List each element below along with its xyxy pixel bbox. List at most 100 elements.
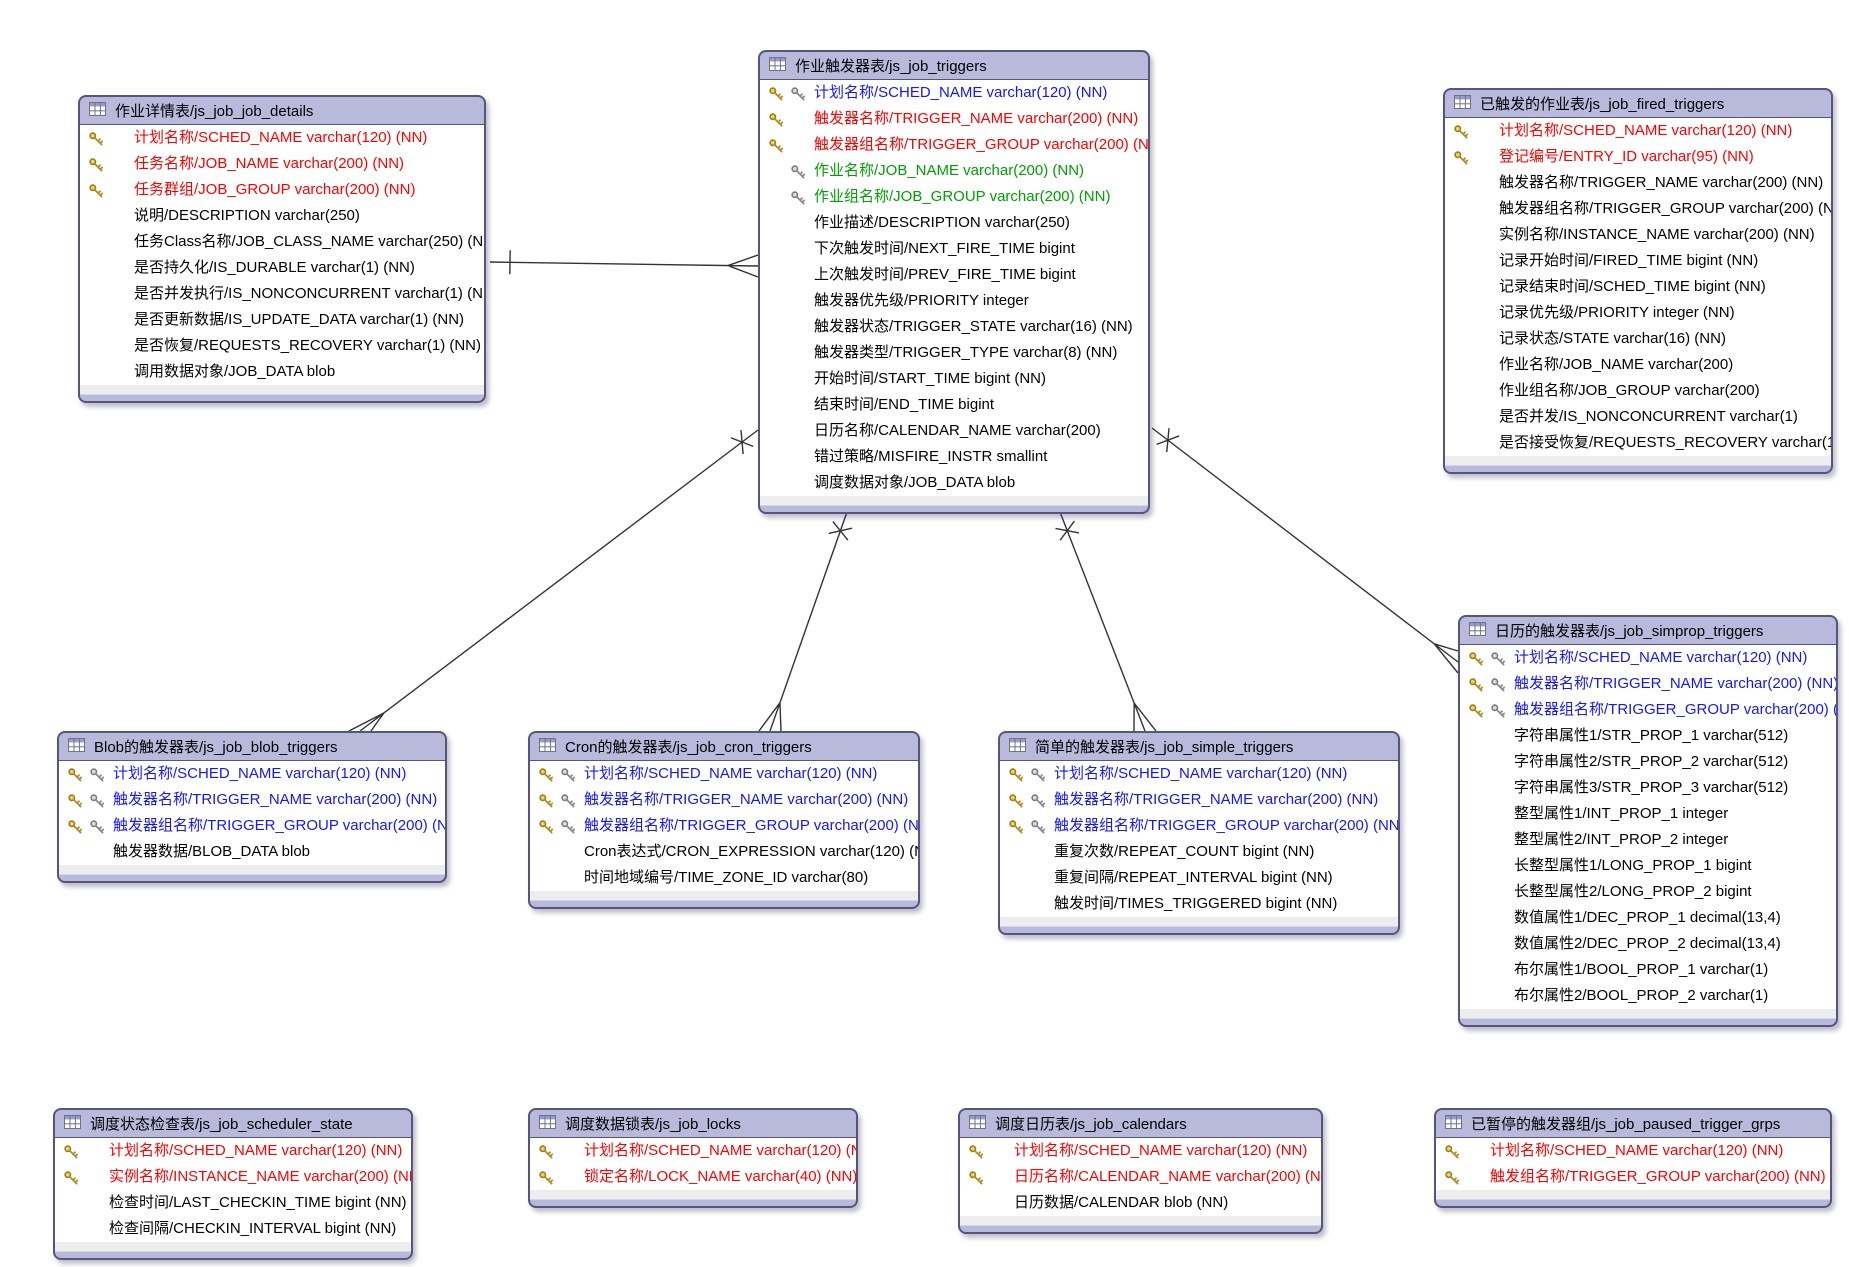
field-row[interactable]: 整型属性2/INT_PROP_2 integer xyxy=(1460,827,1836,853)
relationship-line-js_job_triggers-js_job_blob_triggers[interactable] xyxy=(348,429,759,732)
field-row[interactable]: 字符串属性1/STR_PROP_1 varchar(512) xyxy=(1460,723,1836,749)
field-row[interactable]: 触发器组名称/TRIGGER_GROUP varchar(200) (NN) xyxy=(530,813,918,839)
field-row[interactable]: 检查间隔/CHECKIN_INTERVAL bigint (NN) xyxy=(55,1216,411,1242)
field-row[interactable]: 触发器名称/TRIGGER_NAME varchar(200) (NN) xyxy=(530,787,918,813)
table-header[interactable]: 日历的触发器表/js_job_simprop_triggers xyxy=(1460,617,1836,644)
field-row[interactable]: 作业描述/DESCRIPTION varchar(250) xyxy=(760,210,1148,236)
field-row[interactable]: 时间地域编号/TIME_ZONE_ID varchar(80) xyxy=(530,865,918,891)
table-js_job_paused_trigger_grps[interactable]: 已暂停的触发器组/js_job_paused_trigger_grps 计划名称… xyxy=(1434,1108,1832,1208)
field-row[interactable]: 触发器组名称/TRIGGER_GROUP varchar(200) (NN) xyxy=(1445,196,1831,222)
field-row[interactable]: 触发器数据/BLOB_DATA blob xyxy=(59,839,445,865)
table-header[interactable]: 已触发的作业表/js_job_fired_triggers xyxy=(1445,90,1831,117)
field-row[interactable]: 是否接受恢复/REQUESTS_RECOVERY varchar(1) xyxy=(1445,430,1831,456)
field-row[interactable]: 计划名称/SCHED_NAME varchar(120) (NN) xyxy=(760,80,1148,106)
field-row[interactable]: 长整型属性1/LONG_PROP_1 bigint xyxy=(1460,853,1836,879)
field-row[interactable]: 调度数据对象/JOB_DATA blob xyxy=(760,470,1148,496)
relationship-line-js_job_job_details-js_job_triggers[interactable] xyxy=(489,250,759,278)
field-row[interactable]: 任务群组/JOB_GROUP varchar(200) (NN) xyxy=(80,177,484,203)
table-header[interactable]: 调度状态检查表/js_job_scheduler_state xyxy=(55,1110,411,1137)
table-js_job_blob_triggers[interactable]: Blob的触发器表/js_job_blob_triggers 计划名称/SCHE… xyxy=(57,731,447,883)
field-row[interactable]: 触发器名称/TRIGGER_NAME varchar(200) (NN) xyxy=(1445,170,1831,196)
field-row[interactable]: 计划名称/SCHED_NAME varchar(120) (NN) xyxy=(59,761,445,787)
field-row[interactable]: 记录结束时间/SCHED_TIME bigint (NN) xyxy=(1445,274,1831,300)
field-row[interactable]: 触发时间/TIMES_TRIGGERED bigint (NN) xyxy=(1000,891,1398,917)
table-js_job_simple_triggers[interactable]: 简单的触发器表/js_job_simple_triggers 计划名称/SCHE… xyxy=(998,731,1400,935)
field-row[interactable]: 下次触发时间/NEXT_FIRE_TIME bigint xyxy=(760,236,1148,262)
field-row[interactable]: 计划名称/SCHED_NAME varchar(120) (NN) xyxy=(1000,761,1398,787)
table-js_job_triggers[interactable]: 作业触发器表/js_job_triggers 计划名称/SCHED_NAME v… xyxy=(758,50,1150,514)
field-row[interactable]: 调用数据对象/JOB_DATA blob xyxy=(80,359,484,385)
field-row[interactable]: 检查时间/LAST_CHECKIN_TIME bigint (NN) xyxy=(55,1190,411,1216)
field-row[interactable]: 说明/DESCRIPTION varchar(250) xyxy=(80,203,484,229)
field-row[interactable]: 数值属性2/DEC_PROP_2 decimal(13,4) xyxy=(1460,931,1836,957)
field-row[interactable]: 是否恢复/REQUESTS_RECOVERY varchar(1) (NN) xyxy=(80,333,484,359)
field-row[interactable]: 计划名称/SCHED_NAME varchar(120) (NN) xyxy=(80,125,484,151)
relationship-line-js_job_triggers-js_job_cron_triggers[interactable] xyxy=(758,511,853,732)
field-row[interactable]: 实例名称/INSTANCE_NAME varchar(200) (NN) xyxy=(1445,222,1831,248)
field-row[interactable]: 作业名称/JOB_NAME varchar(200) (NN) xyxy=(760,158,1148,184)
table-js_job_job_details[interactable]: 作业详情表/js_job_job_details 计划名称/SCHED_NAME… xyxy=(78,95,486,403)
field-row[interactable]: 触发器组名称/TRIGGER_GROUP varchar(200) (NN) xyxy=(59,813,445,839)
field-row[interactable]: 字符串属性3/STR_PROP_3 varchar(512) xyxy=(1460,775,1836,801)
field-row[interactable]: 实例名称/INSTANCE_NAME varchar(200) (NN) xyxy=(55,1164,411,1190)
table-js_job_fired_triggers[interactable]: 已触发的作业表/js_job_fired_triggers 计划名称/SCHED… xyxy=(1443,88,1833,474)
table-js_job_locks[interactable]: 调度数据锁表/js_job_locks 计划名称/SCHED_NAME varc… xyxy=(528,1108,858,1208)
field-row[interactable]: 日历名称/CALENDAR_NAME varchar(200) xyxy=(760,418,1148,444)
field-row[interactable]: 任务Class名称/JOB_CLASS_NAME varchar(250) (N… xyxy=(80,229,484,255)
field-row[interactable]: 触发器组名称/TRIGGER_GROUP varchar(200) (NN) xyxy=(760,132,1148,158)
table-js_job_cron_triggers[interactable]: Cron的触发器表/js_job_cron_triggers 计划名称/SCHE… xyxy=(528,731,920,909)
field-row[interactable]: 开始时间/START_TIME bigint (NN) xyxy=(760,366,1148,392)
relationship-line-js_job_triggers-js_job_simple_triggers[interactable] xyxy=(1055,511,1157,732)
field-row[interactable]: Cron表达式/CRON_EXPRESSION varchar(120) (NN… xyxy=(530,839,918,865)
table-header[interactable]: 已暂停的触发器组/js_job_paused_trigger_grps xyxy=(1436,1110,1830,1137)
field-row[interactable]: 长整型属性2/LONG_PROP_2 bigint xyxy=(1460,879,1836,905)
field-row[interactable]: 计划名称/SCHED_NAME varchar(120) (NN) xyxy=(960,1138,1321,1164)
field-row[interactable]: 触发器优先级/PRIORITY integer xyxy=(760,288,1148,314)
field-row[interactable]: 触发器名称/TRIGGER_NAME varchar(200) (NN) xyxy=(1460,671,1836,697)
field-row[interactable]: 任务名称/JOB_NAME varchar(200) (NN) xyxy=(80,151,484,177)
field-row[interactable]: 错过策略/MISFIRE_INSTR smallint xyxy=(760,444,1148,470)
field-row[interactable]: 触发器名称/TRIGGER_NAME varchar(200) (NN) xyxy=(59,787,445,813)
field-row[interactable]: 作业组名称/JOB_GROUP varchar(200) (NN) xyxy=(760,184,1148,210)
field-row[interactable]: 是否并发/IS_NONCONCURRENT varchar(1) xyxy=(1445,404,1831,430)
field-row[interactable]: 触发器名称/TRIGGER_NAME varchar(200) (NN) xyxy=(1000,787,1398,813)
field-row[interactable]: 计划名称/SCHED_NAME varchar(120) (NN) xyxy=(1445,118,1831,144)
field-row[interactable]: 重复次数/REPEAT_COUNT bigint (NN) xyxy=(1000,839,1398,865)
field-row[interactable]: 计划名称/SCHED_NAME varchar(120) (NN) xyxy=(530,761,918,787)
table-header[interactable]: 作业触发器表/js_job_triggers xyxy=(760,52,1148,79)
field-row[interactable]: 计划名称/SCHED_NAME varchar(120) (NN) xyxy=(55,1138,411,1164)
field-row[interactable]: 是否更新数据/IS_UPDATE_DATA varchar(1) (NN) xyxy=(80,307,484,333)
table-header[interactable]: Blob的触发器表/js_job_blob_triggers xyxy=(59,733,445,760)
field-row[interactable]: 结束时间/END_TIME bigint xyxy=(760,392,1148,418)
field-row[interactable]: 布尔属性2/BOOL_PROP_2 varchar(1) xyxy=(1460,983,1836,1009)
table-header[interactable]: 作业详情表/js_job_job_details xyxy=(80,97,484,124)
table-header[interactable]: 调度日历表/js_job_calendars xyxy=(960,1110,1321,1137)
field-row[interactable]: 触发器组名称/TRIGGER_GROUP varchar(200) (NN) xyxy=(1000,813,1398,839)
field-row[interactable]: 锁定名称/LOCK_NAME varchar(40) (NN) xyxy=(530,1164,856,1190)
field-row[interactable]: 作业名称/JOB_NAME varchar(200) xyxy=(1445,352,1831,378)
field-row[interactable]: 作业组名称/JOB_GROUP varchar(200) xyxy=(1445,378,1831,404)
field-row[interactable]: 触发器组名称/TRIGGER_GROUP varchar(200) (NN) xyxy=(1460,697,1836,723)
field-row[interactable]: 字符串属性2/STR_PROP_2 varchar(512) xyxy=(1460,749,1836,775)
table-js_job_calendars[interactable]: 调度日历表/js_job_calendars 计划名称/SCHED_NAME v… xyxy=(958,1108,1323,1234)
table-header[interactable]: 简单的触发器表/js_job_simple_triggers xyxy=(1000,733,1398,760)
table-header[interactable]: Cron的触发器表/js_job_cron_triggers xyxy=(530,733,918,760)
field-row[interactable]: 重复间隔/REPEAT_INTERVAL bigint (NN) xyxy=(1000,865,1398,891)
field-row[interactable]: 记录状态/STATE varchar(16) (NN) xyxy=(1445,326,1831,352)
field-row[interactable]: 触发器名称/TRIGGER_NAME varchar(200) (NN) xyxy=(760,106,1148,132)
field-row[interactable]: 记录优先级/PRIORITY integer (NN) xyxy=(1445,300,1831,326)
field-row[interactable]: 日历名称/CALENDAR_NAME varchar(200) (NN) xyxy=(960,1164,1321,1190)
field-row[interactable]: 触发器状态/TRIGGER_STATE varchar(16) (NN) xyxy=(760,314,1148,340)
table-header[interactable]: 调度数据锁表/js_job_locks xyxy=(530,1110,856,1137)
relationship-line-js_job_triggers-js_job_simprop_triggers[interactable] xyxy=(1151,427,1459,674)
field-row[interactable]: 计划名称/SCHED_NAME varchar(120) (NN) xyxy=(1436,1138,1830,1164)
field-row[interactable]: 布尔属性1/BOOL_PROP_1 varchar(1) xyxy=(1460,957,1836,983)
field-row[interactable]: 日历数据/CALENDAR blob (NN) xyxy=(960,1190,1321,1216)
field-row[interactable]: 整型属性1/INT_PROP_1 integer xyxy=(1460,801,1836,827)
field-row[interactable]: 是否并发执行/IS_NONCONCURRENT varchar(1) (NN) xyxy=(80,281,484,307)
table-js_job_simprop_triggers[interactable]: 日历的触发器表/js_job_simprop_triggers 计划名称/SCH… xyxy=(1458,615,1838,1027)
field-row[interactable]: 登记编号/ENTRY_ID varchar(95) (NN) xyxy=(1445,144,1831,170)
field-row[interactable]: 计划名称/SCHED_NAME varchar(120) (NN) xyxy=(1460,645,1836,671)
table-js_job_scheduler_state[interactable]: 调度状态检查表/js_job_scheduler_state 计划名称/SCHE… xyxy=(53,1108,413,1260)
field-row[interactable]: 计划名称/SCHED_NAME varchar(120) (NN) xyxy=(530,1138,856,1164)
